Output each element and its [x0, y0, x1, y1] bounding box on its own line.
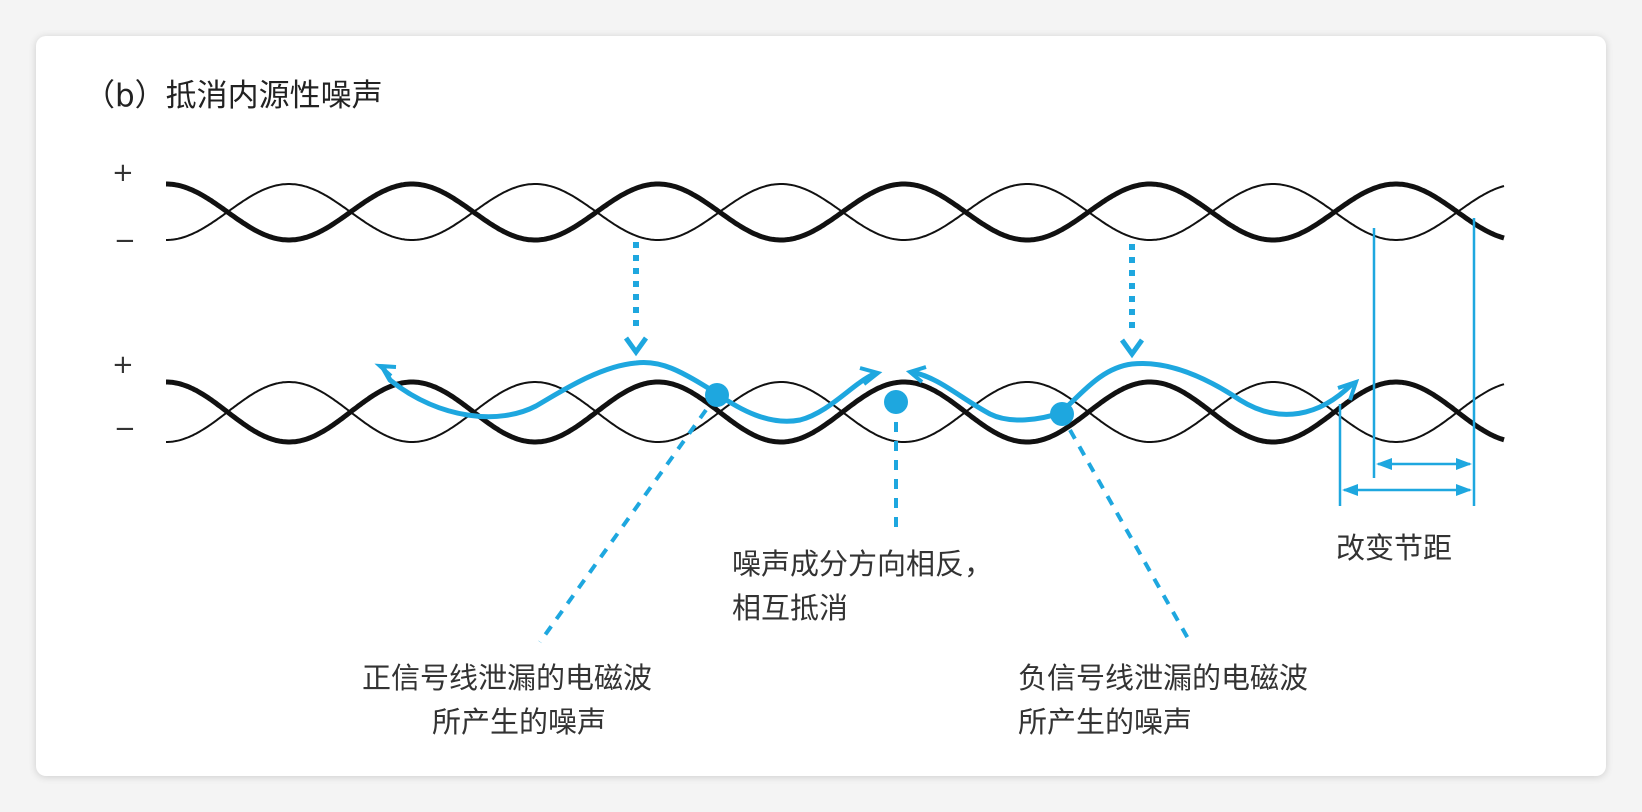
bottom-pair-negative-wire: [166, 381, 1505, 443]
top-pair-positive-wire: [166, 181, 1505, 243]
label-positive-noise-line2: 所产生的噪声: [432, 705, 607, 739]
label-negative-noise-line2: 所产生的噪声: [1018, 705, 1193, 739]
leader-line-positive-noise: [538, 408, 708, 644]
noise-source-dot-negative: [1050, 402, 1074, 426]
figure-title: （b）抵消内源性噪声: [84, 78, 383, 114]
top-pair-minus-label: −: [114, 226, 136, 256]
noise-flow-middle-arrowhead: [859, 366, 883, 386]
label-cancel-line2: 相互抵消: [732, 591, 849, 625]
label-cancel-line1: 噪声成分方向相反，: [732, 547, 994, 581]
noise-source-dot-positive: [705, 383, 729, 407]
label-negative-noise-line1: 负信号线泄漏的电磁波: [1018, 661, 1309, 695]
noise-flow-center-arrowhead: [905, 365, 927, 384]
pitch-dimension: [1338, 218, 1476, 506]
induction-arrow-right: [1119, 244, 1145, 359]
label-change-pitch: 改变节距: [1336, 531, 1453, 565]
top-pair-negative-wire: [166, 183, 1505, 241]
bottom-pair-plus-label: +: [112, 350, 134, 380]
noise-flow-center-segment: [911, 369, 1061, 423]
leader-line-negative-noise: [1068, 429, 1192, 643]
pitch-arrowheads: [1342, 458, 1472, 496]
bottom-pair-minus-label: −: [114, 414, 136, 444]
noise-flow-right-arrowhead: [1337, 378, 1360, 401]
noise-flow-middle-segment: [714, 371, 876, 424]
label-positive-noise-line1: 正信号线泄漏的电磁波: [362, 661, 653, 695]
cancellation-dot: [884, 390, 908, 414]
top-pair-plus-label: +: [112, 158, 134, 188]
bottom-pair-positive-wire: [166, 379, 1505, 445]
noise-flow-left-segment: [379, 359, 718, 420]
induction-arrow-left: [623, 242, 649, 357]
noise-flow-left-arrowhead: [374, 363, 397, 378]
noise-flow-right-segment: [1058, 360, 1354, 417]
